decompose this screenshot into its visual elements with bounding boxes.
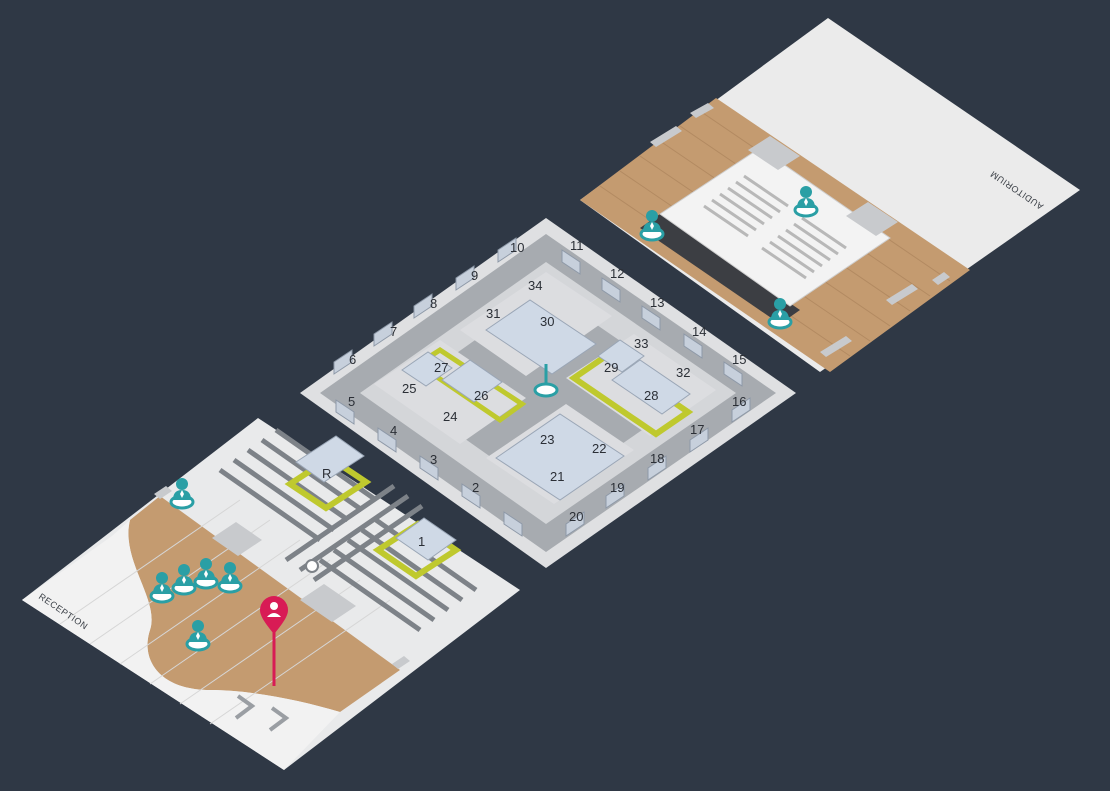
- booth-14-label[interactable]: 14: [692, 324, 706, 339]
- staff-marker[interactable]: [169, 478, 195, 510]
- booth-28-label[interactable]: 28: [644, 388, 658, 403]
- booth-19-label[interactable]: 19: [610, 480, 624, 495]
- booth-22-label[interactable]: 22: [592, 441, 606, 456]
- booth-33-label[interactable]: 33: [634, 336, 648, 351]
- perimeter-booth-walls: [333, 237, 751, 537]
- booth-2-label[interactable]: 2: [472, 480, 479, 495]
- booth-5-label[interactable]: 5: [348, 394, 355, 409]
- booth-27-label[interactable]: 27: [434, 360, 448, 375]
- reception-hall[interactable]: R 1 RECEPTION: [22, 418, 520, 770]
- staff-marker[interactable]: [639, 210, 665, 242]
- booth-12-label[interactable]: 12: [610, 266, 624, 281]
- reception-entrance-arrows: [234, 694, 290, 732]
- booth-blocks: [401, 299, 691, 501]
- booth-6-label[interactable]: 6: [349, 352, 356, 367]
- booth-24-label[interactable]: 24: [443, 409, 457, 424]
- staff-markers: [149, 186, 819, 652]
- booth-20-label[interactable]: 20: [569, 509, 583, 524]
- seat-rows: [703, 174, 847, 280]
- auditorium-dark-strip: [640, 214, 800, 324]
- booth-32-label[interactable]: 32: [676, 365, 690, 380]
- staff-marker[interactable]: [767, 298, 793, 330]
- reception-roundabout: [305, 559, 319, 573]
- auditorium-hall[interactable]: AUDITORIUM: [580, 18, 1080, 372]
- booth-16-label[interactable]: 16: [732, 394, 746, 409]
- booth-9-label[interactable]: 9: [471, 268, 478, 283]
- staff-marker[interactable]: [149, 572, 175, 604]
- info-point-marker[interactable]: [533, 364, 559, 398]
- booth-23-label[interactable]: 23: [540, 432, 554, 447]
- you-are-here-pin[interactable]: [260, 596, 288, 686]
- reception-aisle-stripes: [218, 427, 478, 633]
- booth-7-label[interactable]: 7: [390, 324, 397, 339]
- booth-31-label[interactable]: 31: [486, 306, 500, 321]
- booth-17-label[interactable]: 17: [690, 422, 704, 437]
- staff-marker[interactable]: [193, 558, 219, 590]
- booth-29-label[interactable]: 29: [604, 360, 618, 375]
- booth-34-label[interactable]: 34: [528, 278, 542, 293]
- auditorium-benches: [650, 103, 950, 357]
- staff-marker[interactable]: [185, 620, 211, 652]
- stand-r-label: R: [322, 466, 331, 481]
- booth-13-label[interactable]: 13: [650, 295, 664, 310]
- stand-1[interactable]: [395, 517, 457, 561]
- booth-11-label[interactable]: 11: [570, 238, 584, 253]
- reception-benches: [154, 486, 410, 669]
- booth-8-label[interactable]: 8: [430, 296, 437, 311]
- booth-30-label[interactable]: 30: [540, 314, 554, 329]
- auditorium-seating[interactable]: [659, 147, 891, 307]
- stand-r[interactable]: [295, 435, 365, 483]
- booth-26-label[interactable]: 26: [474, 388, 488, 403]
- booth-4-label[interactable]: 4: [390, 423, 397, 438]
- booth-21-label[interactable]: 21: [550, 469, 564, 484]
- staff-marker[interactable]: [171, 564, 197, 596]
- booth-15-label[interactable]: 15: [732, 352, 746, 367]
- highlight-frame-right: [568, 352, 694, 438]
- booth-3-label[interactable]: 3: [430, 452, 437, 467]
- reception-path-curve: [22, 520, 340, 770]
- staff-marker[interactable]: [217, 562, 243, 594]
- stand-1-label: 1: [418, 534, 425, 549]
- booth-10-label[interactable]: 10: [510, 240, 524, 255]
- booth-18-label[interactable]: 18: [650, 451, 664, 466]
- booth-25-label[interactable]: 25: [402, 381, 416, 396]
- staff-marker[interactable]: [793, 186, 819, 218]
